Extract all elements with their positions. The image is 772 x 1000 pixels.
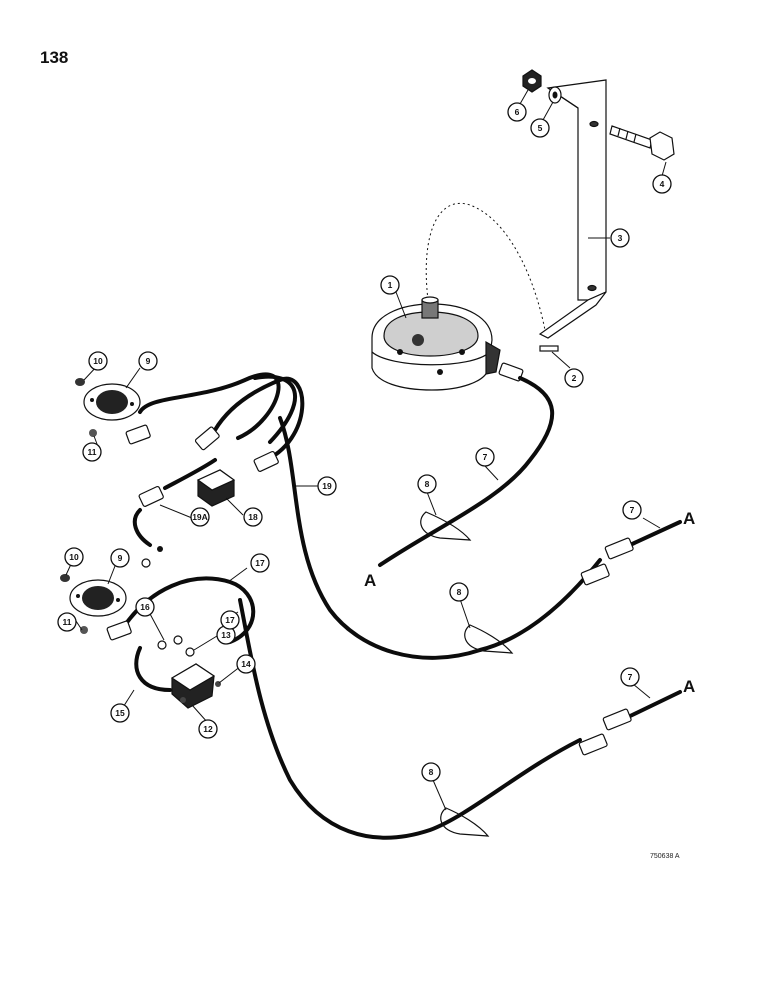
callout-label: 8 <box>429 767 434 777</box>
inline-connector-upper <box>580 537 634 586</box>
callout: 3 <box>610 228 630 248</box>
callout-label: 11 <box>88 447 97 457</box>
spacer <box>539 345 559 352</box>
relay <box>196 469 236 507</box>
callout-label: 7 <box>483 452 488 462</box>
page-number: 138 <box>40 48 69 67</box>
callout-label: 2 <box>572 373 577 383</box>
wire-clip-2 <box>464 624 514 654</box>
callout: 17 <box>250 553 270 573</box>
callout-label: 17 <box>225 615 235 625</box>
callout: 11 <box>57 612 77 632</box>
inline-connector-lower <box>578 708 632 756</box>
callout-label: 9 <box>146 356 151 366</box>
callout-label: 3 <box>618 233 623 243</box>
assembly-path-line <box>425 202 546 331</box>
wire-clip-3 <box>440 807 490 837</box>
callout-label: 19 <box>322 481 332 491</box>
callout: 19A <box>190 507 210 527</box>
callout-label: 16 <box>140 602 150 612</box>
right-wire-top <box>628 520 682 547</box>
screw-lower <box>60 574 70 582</box>
callout: 7 <box>475 447 495 467</box>
terminal-connectors-upper <box>125 424 279 507</box>
circuit-breaker <box>157 635 221 709</box>
callout-label: 9 <box>118 553 123 563</box>
callout-label: 7 <box>628 672 633 682</box>
callout-label: 10 <box>69 552 79 562</box>
callout: 13 <box>216 625 236 645</box>
callout: 6 <box>507 102 527 122</box>
ref-letter: A <box>683 509 695 528</box>
harness-19-loop <box>213 376 305 464</box>
horn-connector <box>498 362 524 382</box>
callout: 8 <box>421 762 441 782</box>
callout-label: 15 <box>115 708 125 718</box>
callout: 16 <box>135 597 155 617</box>
harness-19-main <box>253 374 602 660</box>
harness-17 <box>123 576 582 840</box>
callout: 4 <box>652 174 672 194</box>
callout: 10 <box>88 351 108 371</box>
callout: 12 <box>198 719 218 739</box>
callout-label: 11 <box>63 617 72 627</box>
callout: 15 <box>110 703 130 723</box>
callout: 7 <box>622 500 642 520</box>
callout: 2 <box>564 368 584 388</box>
callout: 18 <box>243 507 263 527</box>
horn-button-upper <box>83 383 141 421</box>
horn-wire <box>378 376 555 567</box>
bolt <box>609 125 675 161</box>
callout-label: 8 <box>457 587 462 597</box>
ref-letter: A <box>364 571 376 590</box>
callout: 9 <box>138 351 158 371</box>
callout: 11 <box>82 442 102 462</box>
ground-terminal <box>141 546 163 568</box>
callout: 9 <box>110 548 130 568</box>
callout-label: 7 <box>630 505 635 515</box>
figure-code: 750638 A <box>650 853 680 860</box>
callout-label: 5 <box>538 123 543 133</box>
callout: 17 <box>220 610 240 630</box>
callout-label: 19A <box>192 512 208 522</box>
callout: 7 <box>620 667 640 687</box>
harness-19 <box>138 372 281 440</box>
callout-label: 8 <box>425 479 430 489</box>
callout: 1 <box>380 275 400 295</box>
callout-label: 17 <box>255 558 265 568</box>
horn <box>371 296 501 391</box>
callout: 8 <box>417 474 437 494</box>
jumper-19a <box>132 458 217 547</box>
right-wire-bottom <box>624 690 682 720</box>
nut-upper <box>89 429 97 437</box>
callout-label: 13 <box>221 630 231 640</box>
wire-clip-1 <box>420 511 472 541</box>
terminal-connectors-lower <box>106 620 132 641</box>
callout-label: 14 <box>241 659 251 669</box>
callout-label: 10 <box>93 356 103 366</box>
callout: 8 <box>449 582 469 602</box>
callout: 19 <box>317 476 337 496</box>
leader-lines <box>65 89 667 811</box>
mounting-bracket <box>538 79 607 339</box>
callout-label: 4 <box>660 179 665 189</box>
lock-washer <box>548 86 562 104</box>
horn-button-lower <box>69 579 127 617</box>
callout: 14 <box>236 654 256 674</box>
hex-nut <box>522 69 542 93</box>
wire-15 <box>134 646 172 692</box>
callout-label: 1 <box>388 280 393 290</box>
nut-lower <box>80 626 88 634</box>
callout: 5 <box>530 118 550 138</box>
callout-label: 12 <box>203 724 213 734</box>
ref-letter: A <box>683 677 695 696</box>
callout: 10 <box>64 547 84 567</box>
screw-upper <box>75 378 85 386</box>
callout-label: 18 <box>248 512 258 522</box>
callout-label: 6 <box>515 107 520 117</box>
